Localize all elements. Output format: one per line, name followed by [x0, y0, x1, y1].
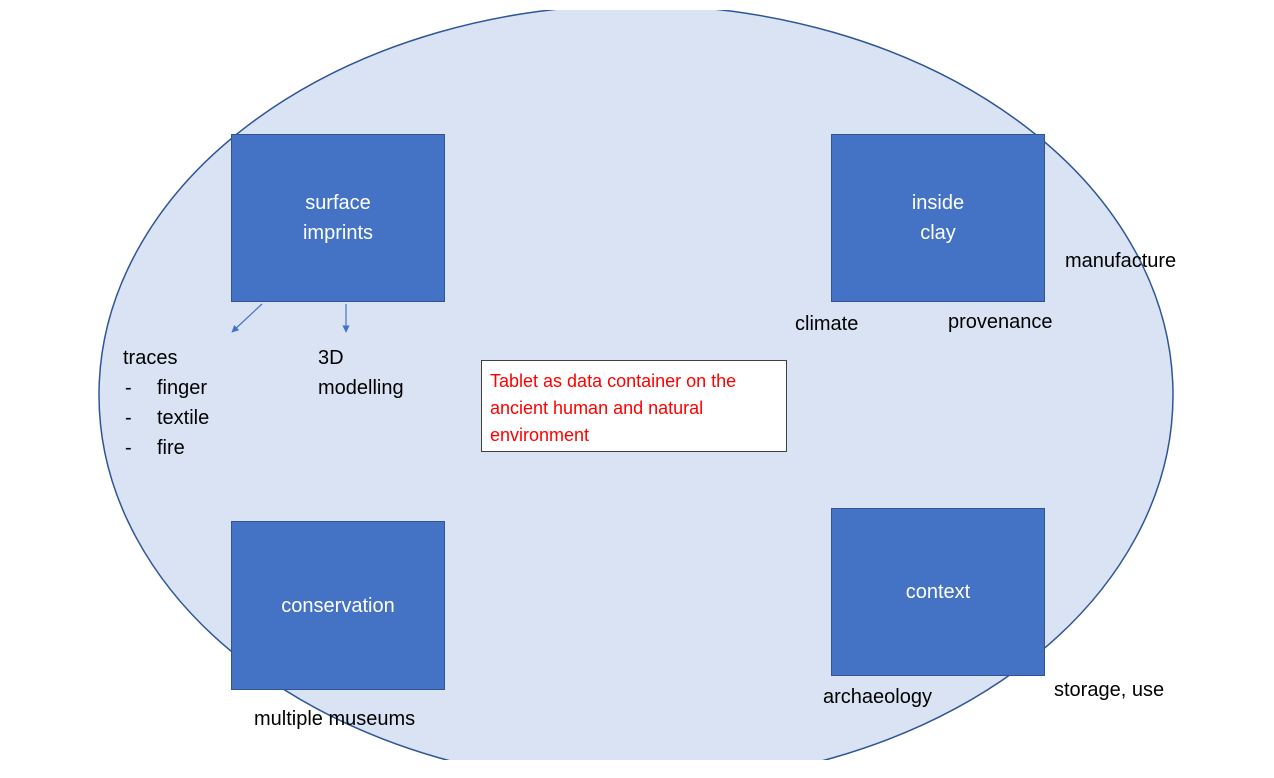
surface-imprints-line1: surface	[305, 192, 371, 214]
inside-clay-box: inside clay	[831, 134, 1045, 302]
top-crop-band	[0, 0, 1274, 10]
conservation-box: conservation	[231, 521, 445, 690]
inside-clay-line2: clay	[920, 222, 956, 244]
traces-heading: traces	[123, 343, 209, 373]
list-bullet: -	[125, 377, 132, 399]
context-label: context	[905, 581, 971, 603]
multiple-museums-label: multiple museums	[254, 708, 416, 730]
surface-imprints-line2: imprints	[302, 222, 373, 244]
context-box: context	[831, 508, 1045, 676]
traces-item-finger: finger	[157, 377, 208, 399]
3d-modelling-label: 3D modelling	[318, 343, 404, 403]
central-statement-text: Tablet as data container on the ancient …	[490, 371, 737, 445]
storage-use-label: storage, use	[1054, 679, 1165, 701]
bottom-crop-band	[0, 760, 1274, 778]
surface-imprints-box: surface imprints	[231, 134, 445, 302]
conservation-label: conservation	[281, 594, 395, 617]
traces-list: traces - finger - textile - fire	[123, 343, 209, 463]
list-bullet: -	[125, 407, 132, 429]
manufacture-label: manufacture	[1065, 250, 1177, 272]
list-bullet: -	[125, 437, 132, 459]
traces-item: - finger	[123, 373, 209, 403]
traces-item-fire: fire	[157, 437, 185, 459]
climate-label: climate	[795, 313, 859, 335]
3d-modelling-line2: modelling	[318, 377, 404, 399]
central-statement-box: Tablet as data container on the ancient …	[481, 360, 787, 452]
traces-item-textile: textile	[157, 407, 210, 429]
3d-modelling-line1: 3D	[318, 347, 344, 369]
archaeology-label: archaeology	[823, 686, 932, 708]
traces-item: - fire	[123, 433, 209, 463]
inside-clay-line1: inside	[911, 192, 965, 214]
traces-item: - textile	[123, 403, 209, 433]
provenance-label: provenance	[948, 311, 1053, 333]
traces-label: traces	[123, 347, 178, 369]
arrow-to-traces	[231, 303, 263, 333]
